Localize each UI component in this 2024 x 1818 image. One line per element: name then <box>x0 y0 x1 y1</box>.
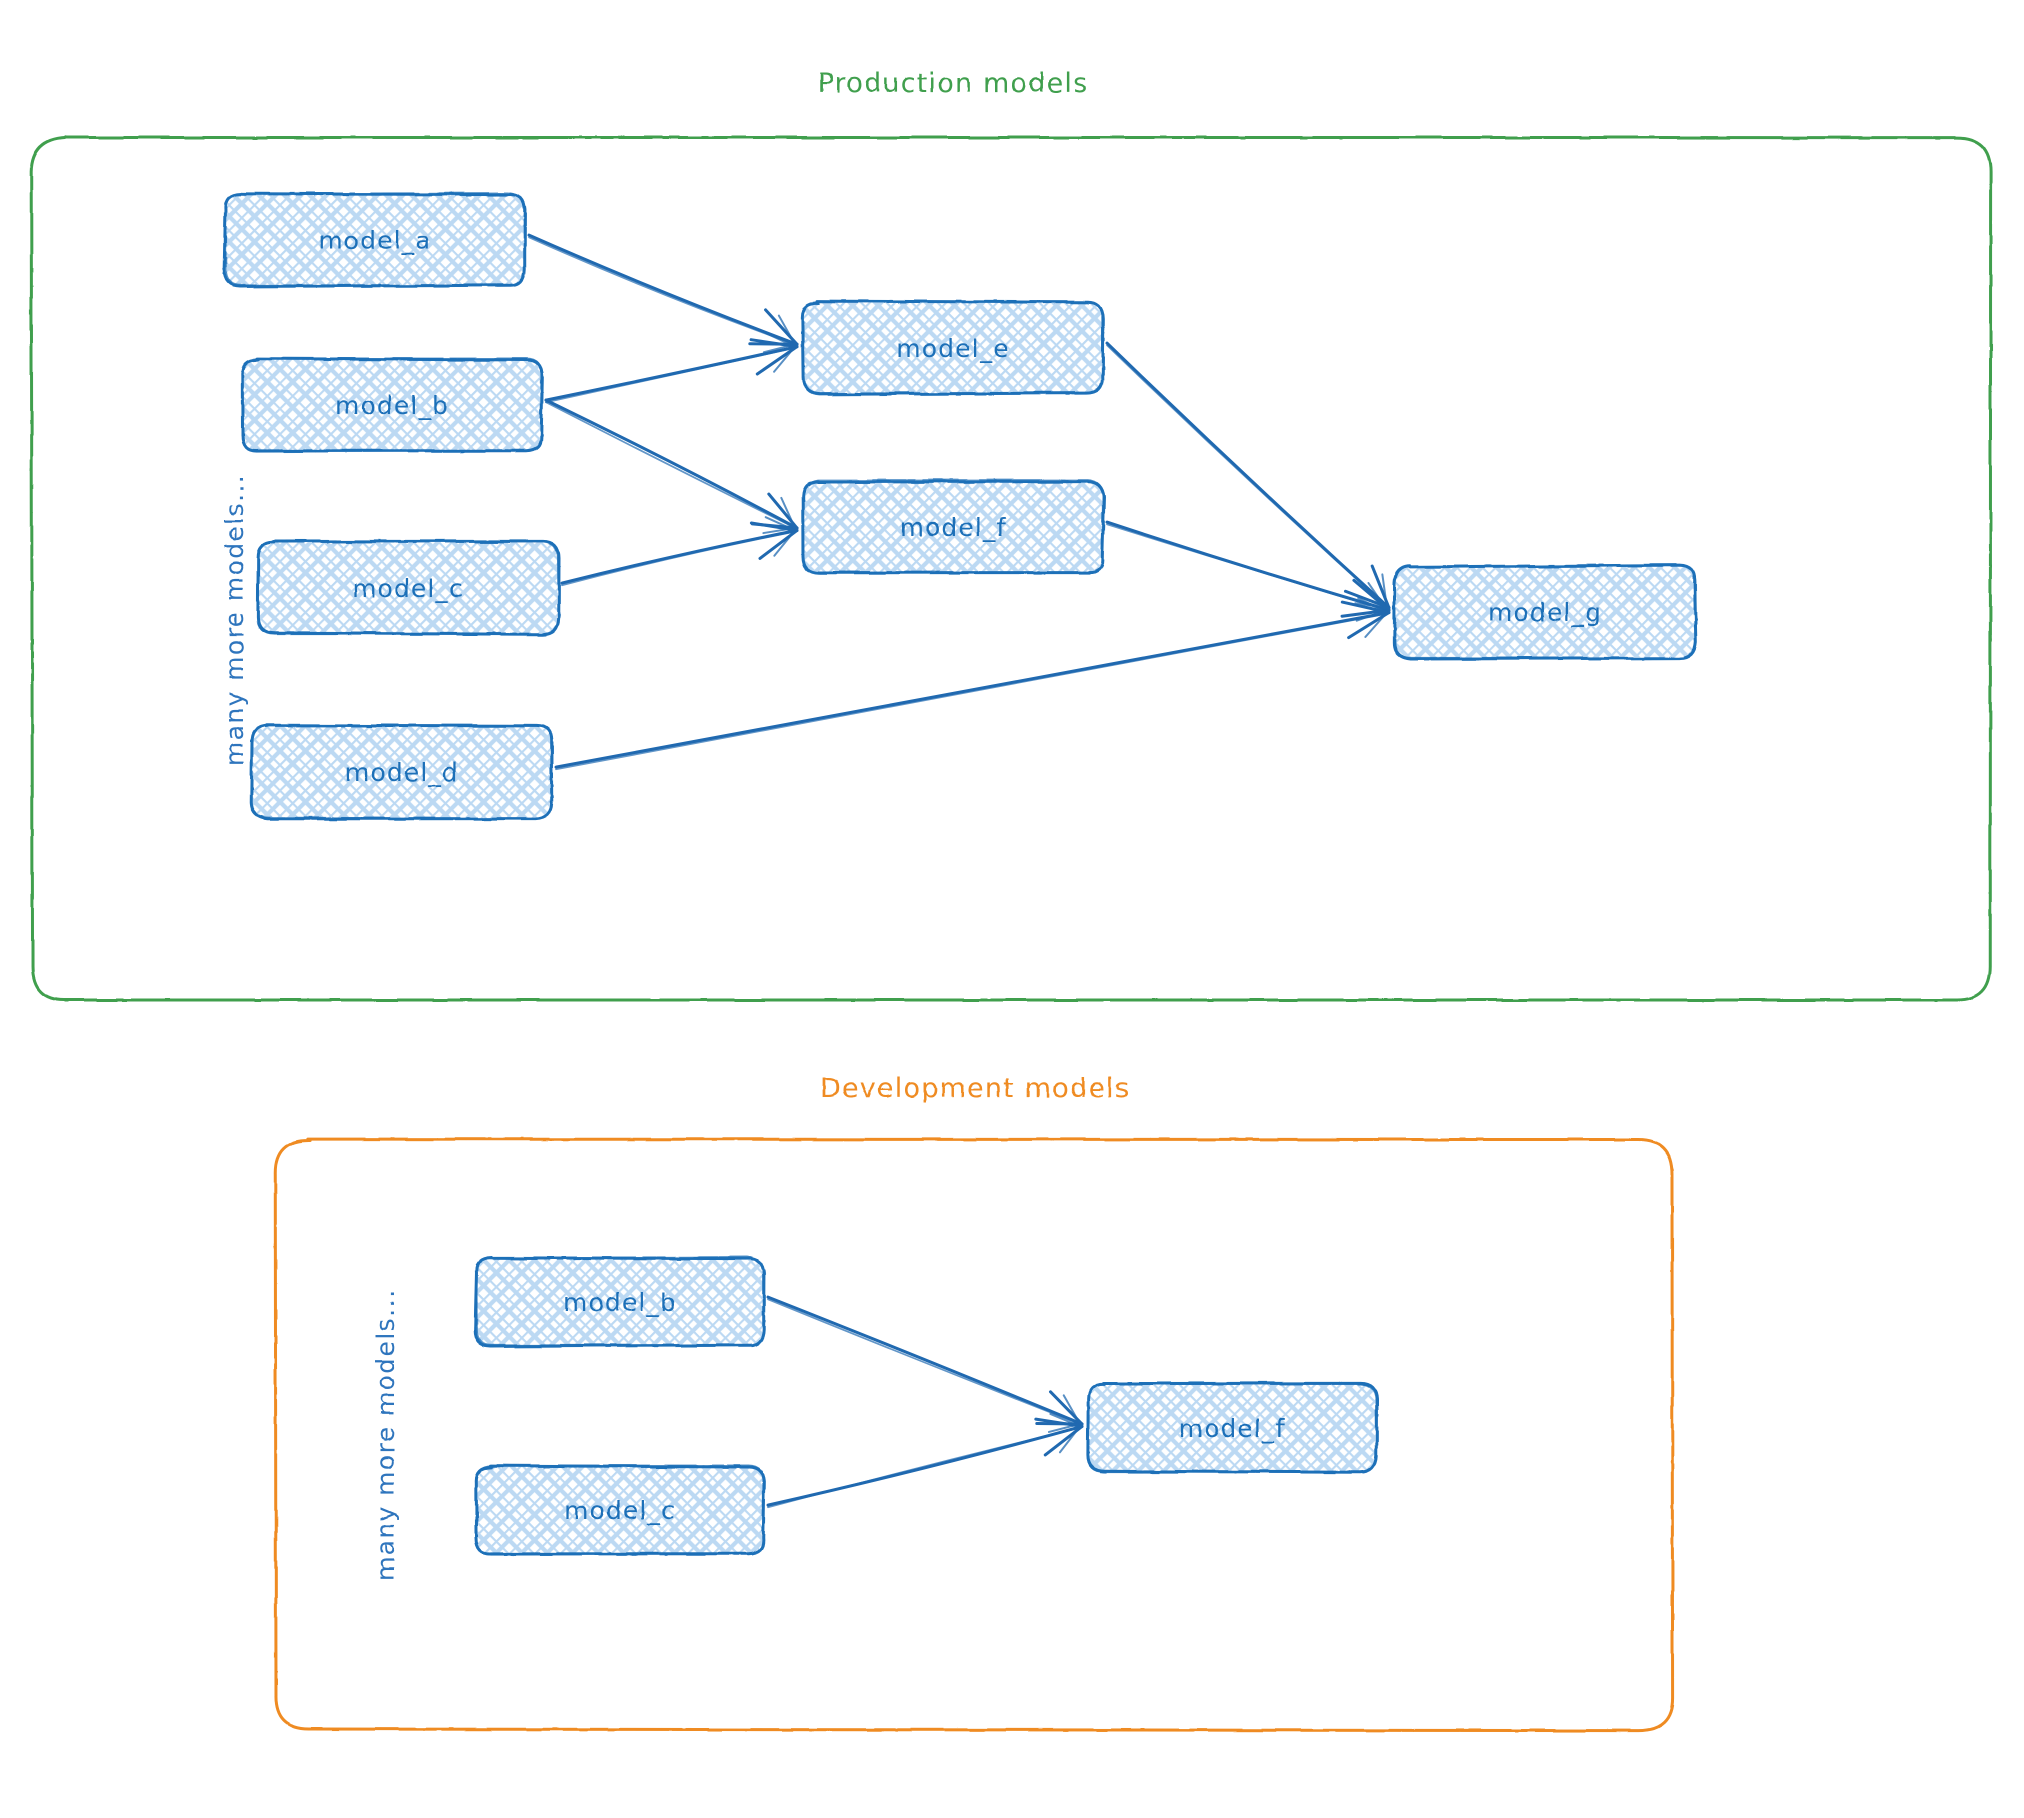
node-outline <box>1086 1382 1378 1474</box>
edge-arrowhead <box>1340 600 1391 614</box>
node-model_e[interactable]: model_e <box>801 299 1105 396</box>
node-model_f[interactable]: model_f <box>801 479 1106 575</box>
edge-line <box>545 401 798 530</box>
node-fill <box>475 1257 765 1347</box>
group-containers <box>29 135 1993 1733</box>
edge-arrowhead <box>764 516 796 532</box>
node-outline <box>256 540 560 636</box>
edge-line <box>766 1295 1084 1426</box>
edge-arrowhead <box>773 529 796 557</box>
edge-line <box>561 530 798 587</box>
edge-line <box>554 610 1391 769</box>
edge-dev_model_b-to-dev_model_f <box>766 1295 1084 1433</box>
edge-model_c-to-model_f <box>560 516 799 587</box>
node-label-model_g: model_g <box>1488 598 1602 627</box>
node-outline <box>475 1256 766 1347</box>
node-dev_model_b[interactable]: model_b <box>473 1255 766 1348</box>
node-outline <box>224 192 527 287</box>
group-title-production: Production models <box>818 68 1089 99</box>
edge-arrowhead <box>1381 573 1388 609</box>
node-label-model_b: model_b <box>335 391 449 420</box>
group-container-development <box>273 1137 1675 1733</box>
node-model_d[interactable]: model_d <box>249 723 554 821</box>
edge-line <box>1105 520 1391 612</box>
edge-arrowhead <box>1367 582 1388 612</box>
edge-model_d-to-model_g <box>554 597 1391 771</box>
edge-arrowhead <box>764 332 796 348</box>
edge-arrowhead <box>1034 1417 1084 1428</box>
edge-arrowhead <box>777 314 796 346</box>
edge-arrowhead <box>773 345 796 373</box>
edge-line <box>560 528 799 585</box>
edge-arrowhead <box>1062 1394 1081 1426</box>
side-label-production: many more models... <box>220 474 249 766</box>
edge-arrowhead <box>1049 1412 1081 1428</box>
node-dev_model_f[interactable]: model_f <box>1086 1381 1379 1474</box>
node-outline <box>801 300 1104 396</box>
edge-line <box>555 612 1390 771</box>
node-model_g[interactable]: model_g <box>1392 563 1698 661</box>
node-fill <box>241 358 543 452</box>
node-label-dev_model_f: model_f <box>1179 1414 1286 1443</box>
edge-arrowhead <box>1357 597 1388 614</box>
edge-arrowhead <box>749 521 799 532</box>
edge-line <box>528 236 798 347</box>
node-layer: model_a model_b model_c model_d model_emodel… <box>222 191 1698 1556</box>
node-model_c[interactable]: model_c <box>256 539 561 636</box>
edge-line <box>1105 341 1391 610</box>
edge-line <box>544 398 799 530</box>
edge-arrowhead <box>780 496 796 530</box>
node-model_b[interactable]: model_b <box>240 357 544 453</box>
edge-line <box>1106 523 1390 612</box>
group-title-development: Development models <box>820 1073 1130 1104</box>
node-fill <box>1087 1383 1377 1473</box>
node-label-model_a: model_a <box>318 226 431 255</box>
node-fill <box>802 480 1104 573</box>
edge-arrowhead <box>1364 611 1388 638</box>
edge-line <box>767 1298 1083 1426</box>
node-fill <box>257 541 559 635</box>
node-outline <box>250 724 554 820</box>
node-label-dev_model_c: model_c <box>564 1496 676 1525</box>
text-layer: Production models many more models... Deve… <box>220 68 1130 1581</box>
node-fill <box>802 301 1104 395</box>
node-label-model_d: model_d <box>345 758 459 787</box>
edge-arrowhead <box>1058 1425 1081 1454</box>
node-fill <box>224 193 526 287</box>
group-container-production <box>29 135 1993 1002</box>
edge-line <box>767 1426 1083 1509</box>
node-fill <box>1394 565 1696 659</box>
node-outline <box>475 1464 765 1556</box>
edge-model_b-to-model_e <box>544 332 799 404</box>
node-label-model_f: model_f <box>900 513 1007 542</box>
node-label-model_e: model_e <box>896 334 1009 363</box>
node-fill <box>251 725 553 819</box>
node-outline <box>1393 564 1697 660</box>
edge-model_a-to-model_e <box>527 233 799 354</box>
node-outline <box>801 479 1104 575</box>
node-fill <box>475 1465 765 1555</box>
edge-line <box>1106 344 1390 610</box>
edge-layer <box>527 233 1391 1509</box>
node-model_a[interactable]: model_a <box>222 191 527 288</box>
group-border-development <box>273 1137 1675 1733</box>
edge-model_b-to-model_f <box>544 398 799 535</box>
edge-dev_model_c-to-dev_model_f <box>766 1412 1084 1509</box>
edge-arrowhead <box>749 338 799 349</box>
group-border-production <box>29 135 1993 1002</box>
edge-line <box>527 233 799 346</box>
node-outline <box>241 357 543 453</box>
side-label-development: many more models... <box>371 1289 400 1581</box>
edge-line <box>545 346 798 404</box>
node-label-model_c: model_c <box>352 574 464 603</box>
node-label-dev_model_b: model_b <box>563 1288 677 1317</box>
node-dev_model_c[interactable]: model_c <box>474 1464 766 1556</box>
